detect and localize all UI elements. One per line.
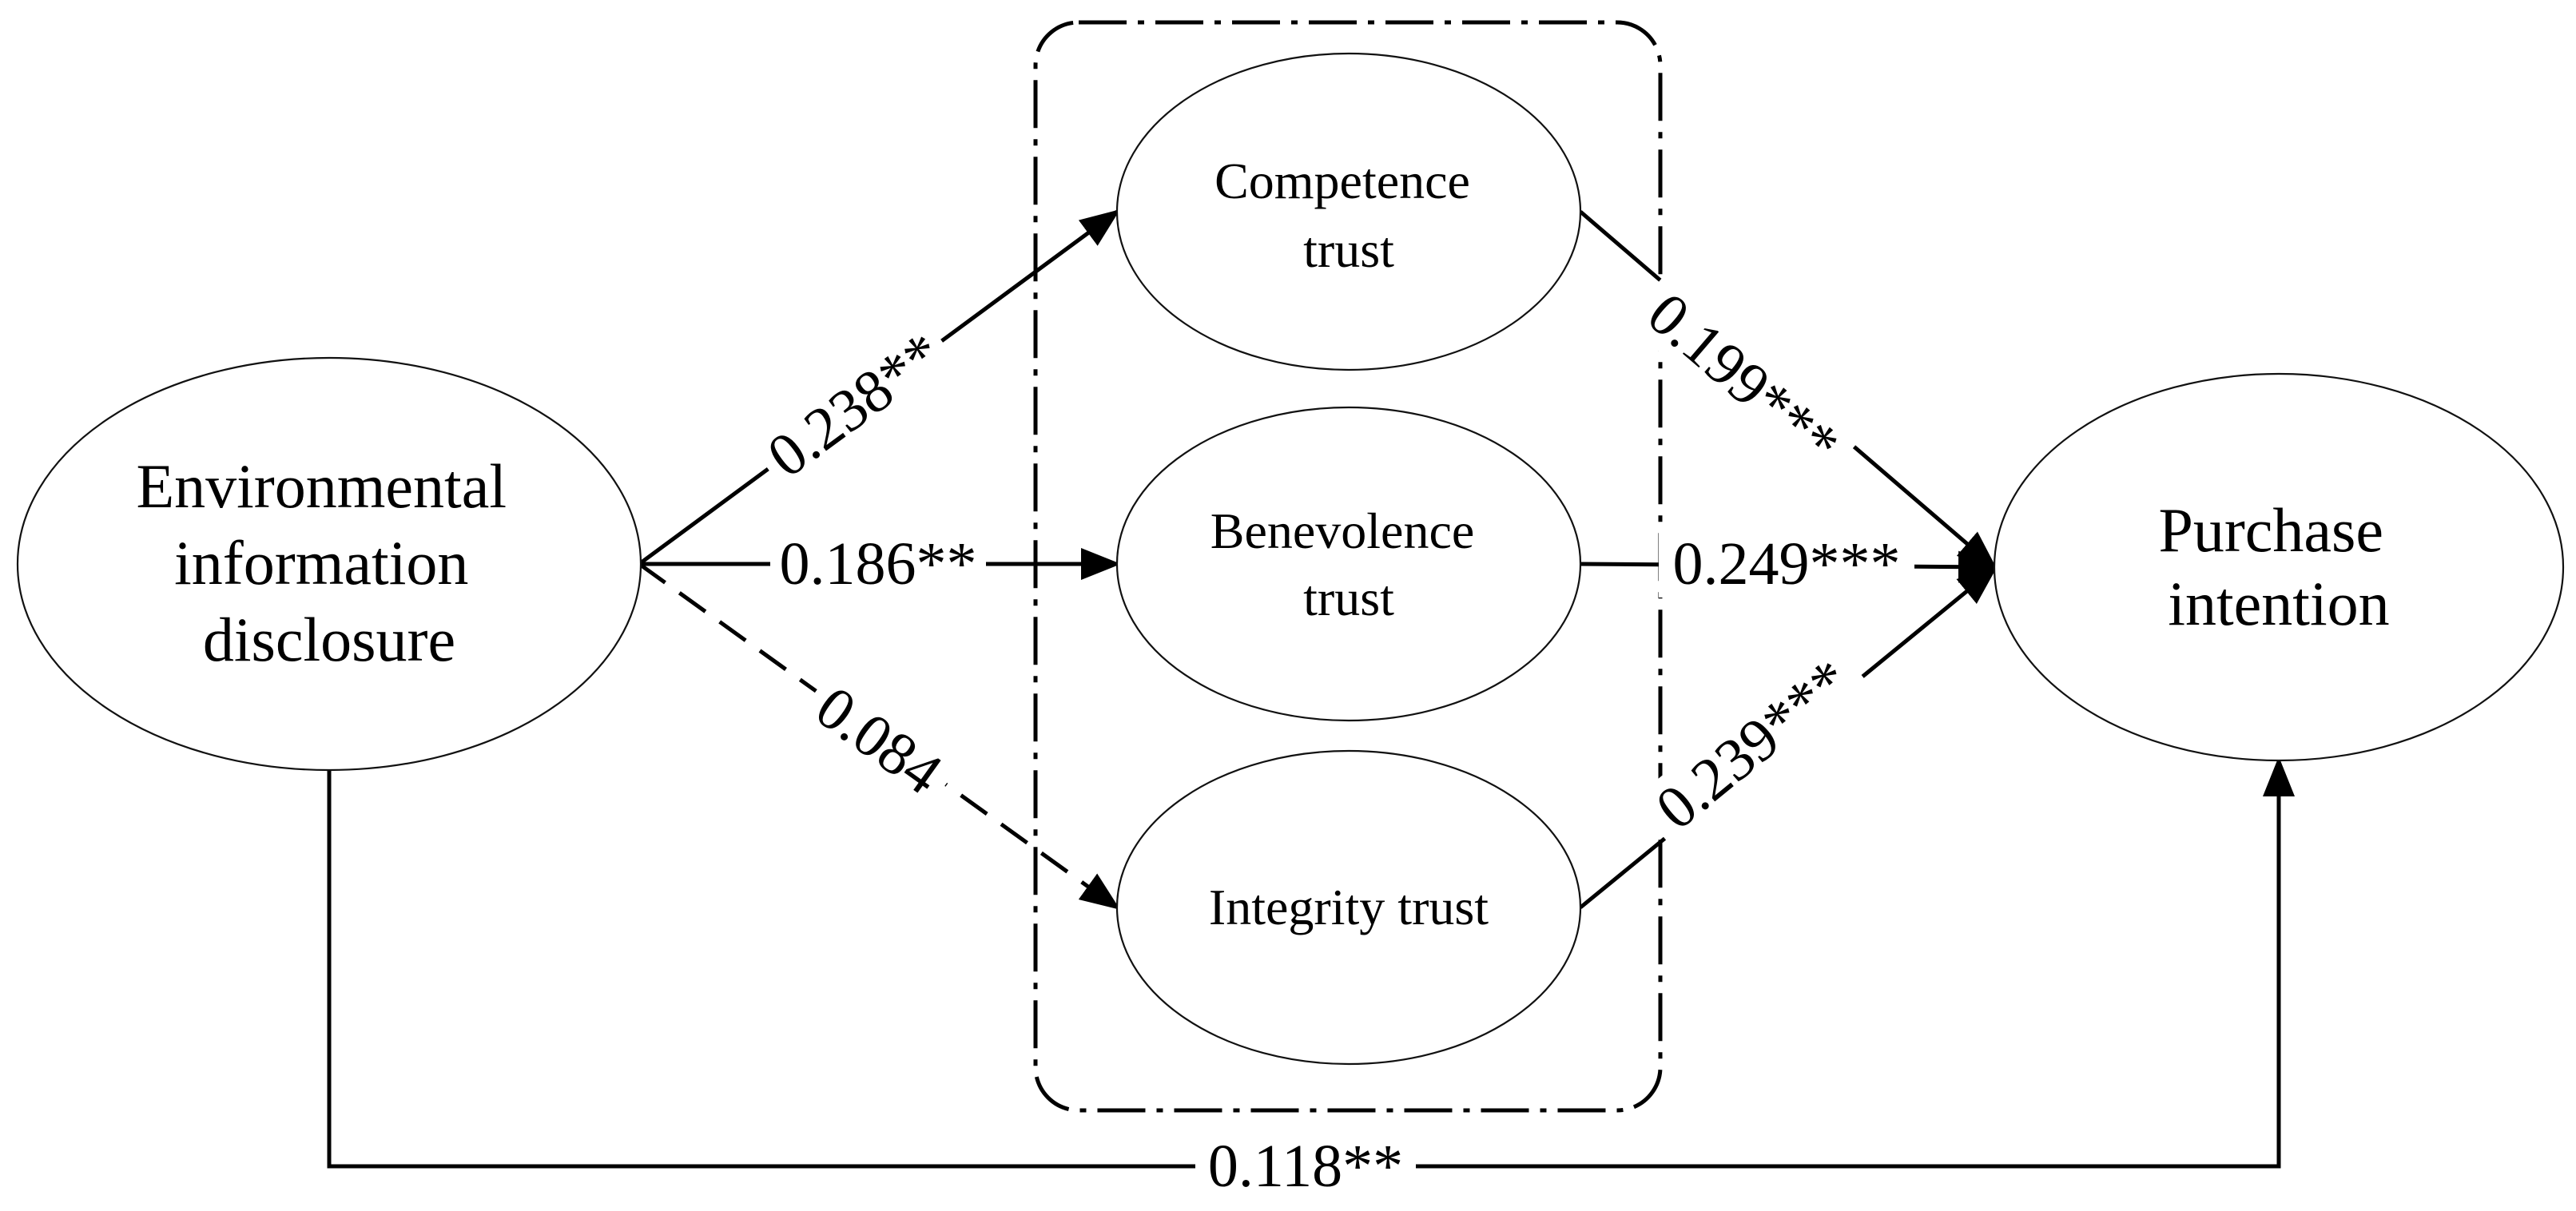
node-eid-line-1: Environmental — [136, 451, 507, 521]
edge-label-eid-competence: 0.238** — [756, 320, 955, 490]
edge-label-eid-purchase: 0.118** — [1208, 1133, 1403, 1200]
node-benevolence-line-2: trust — [1303, 570, 1394, 626]
node-eid-line-2: information — [174, 528, 468, 598]
edge-label-competence-purchase: 0.199*** — [1635, 280, 1851, 478]
svg-text:Environmental informatio: Environmental information disclosure — [136, 451, 522, 674]
edge-eid-competence: 0.238** — [638, 209, 1121, 566]
edge-integrity-purchase: 0.239*** — [1579, 566, 1998, 909]
node-competence-trust: Competence trust — [1115, 52, 1582, 371]
node-integrity-line-1: Integrity trust — [1209, 879, 1489, 935]
edge-benevolence-purchase: 0.249*** — [1580, 530, 1998, 598]
node-environmental-information-disclosure: Environmental information disclosure — [16, 356, 642, 772]
svg-text:Purchase intention: Purchase intention — [2158, 495, 2399, 638]
node-benevolence-line-1: Benevolence — [1210, 502, 1475, 559]
edge-label-eid-benevolence: 0.186** — [780, 530, 977, 598]
node-benevolence-trust: Benevolence trust — [1115, 406, 1582, 722]
node-competence-line-2: trust — [1303, 221, 1394, 278]
svg-text:Integrity trust: Integrity trust — [1209, 879, 1489, 935]
edge-eid-integrity: 0.084 — [638, 562, 1121, 910]
svg-text:Competence trust: Competence trust — [1214, 153, 1483, 278]
svg-text:Benevolence trust: Benevolence trust — [1210, 502, 1488, 626]
node-purchase-line-2: intention — [2168, 569, 2389, 638]
edge-label-integrity-purchase: 0.239*** — [1644, 646, 1862, 843]
node-purchase-line-1: Purchase — [2158, 495, 2383, 565]
node-eid-line-3: disclosure — [203, 605, 455, 674]
node-competence-line-1: Competence — [1214, 153, 1470, 209]
edge-label-benevolence-purchase: 0.249*** — [1673, 530, 1901, 598]
edge-eid-purchase: 0.118** — [327, 756, 2295, 1200]
edge-competence-purchase: 0.199*** — [1579, 210, 1998, 570]
edge-eid-benevolence: 0.186** — [639, 530, 1121, 598]
node-purchase-intention: Purchase intention — [1993, 372, 2565, 762]
node-integrity-trust: Integrity trust — [1115, 749, 1582, 1066]
